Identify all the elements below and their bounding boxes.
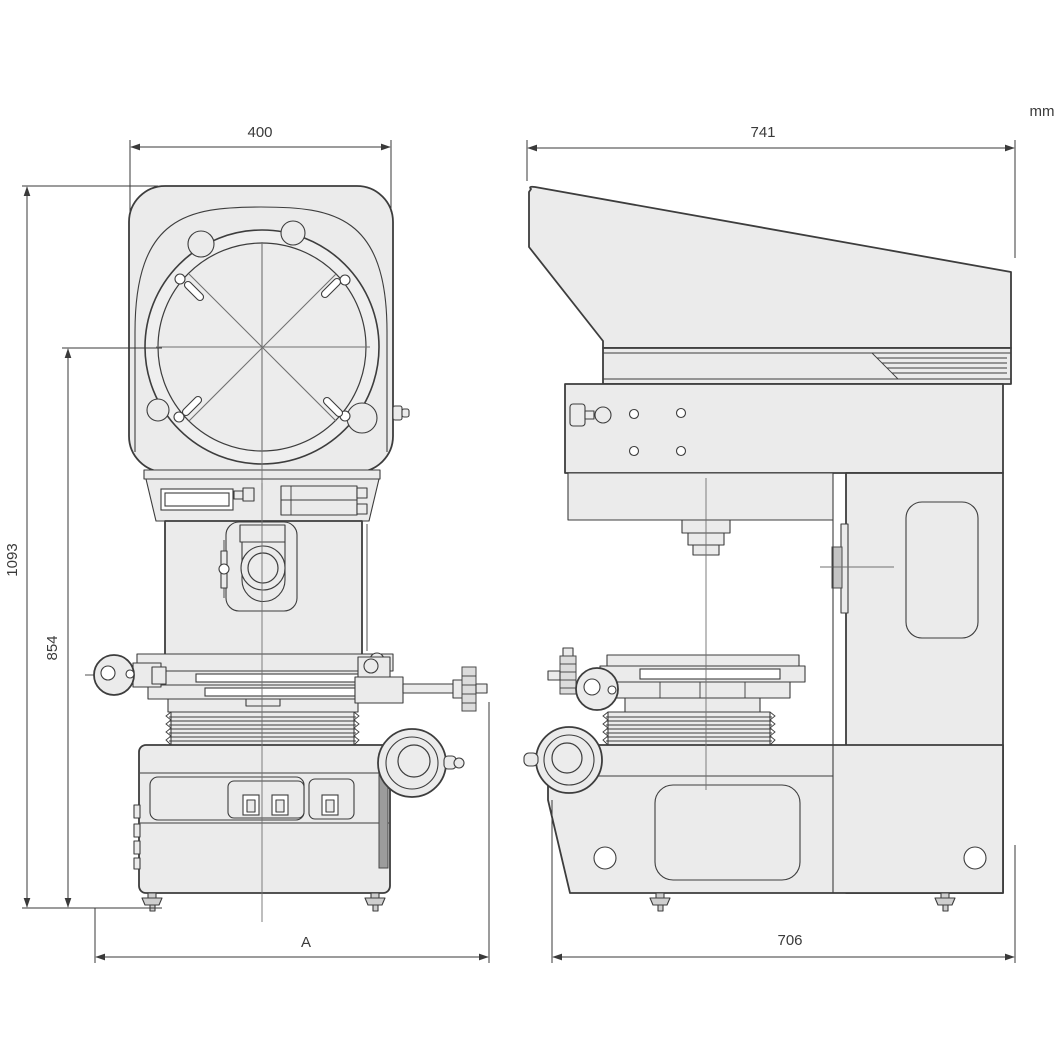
screen-clamp-knobs — [146, 220, 378, 434]
screen-center-height-label: 854 — [44, 635, 61, 660]
main-body — [164, 520, 368, 656]
base-side — [523, 520, 1004, 912]
bellows-front — [165, 711, 360, 746]
stage-handwheel-left — [85, 654, 167, 696]
side-depth-label: 741 — [750, 124, 775, 141]
leveling-feet-front — [141, 892, 386, 912]
dimension-side-depth: 741 — [526, 124, 1016, 258]
lens-mount — [218, 521, 298, 612]
stage-handwheel-side — [575, 667, 619, 711]
leveling-feet-side — [649, 892, 956, 912]
optical-head-arm — [564, 383, 1004, 521]
dimension-screen-center-height: 854 — [44, 347, 162, 908]
dimension-front-base-width: A — [94, 702, 490, 963]
focus-handwheel-side — [523, 726, 603, 794]
bellows-side — [602, 711, 776, 746]
stage-micrometer-right — [354, 656, 488, 712]
unit-label: mm — [1030, 103, 1055, 120]
screen-clamp-slots — [181, 277, 344, 418]
control-panel — [149, 776, 355, 821]
stage-side — [547, 647, 806, 713]
dimension-front-width: 400 — [129, 124, 392, 212]
focus-handwheel-front — [377, 728, 465, 798]
screen-side-knob — [392, 405, 403, 421]
front-view — [85, 185, 488, 922]
base-left-tabs — [133, 804, 141, 870]
arm-clamp-knob — [569, 403, 586, 427]
column-latch — [831, 546, 843, 589]
crosshair-lines — [156, 242, 370, 452]
hood-side — [528, 185, 1012, 349]
front-base-width-label: A — [301, 934, 311, 951]
dimension-annotations: 400 741 mm 1093 854 A — [4, 103, 1055, 963]
dimension-total-height: 1093 — [4, 185, 162, 909]
stage-micrometer-side — [547, 647, 577, 695]
side-base-depth-label: 706 — [777, 932, 802, 949]
projection-screen — [144, 220, 380, 465]
counter-display — [160, 488, 234, 511]
column-recess — [905, 501, 979, 639]
base-front — [133, 728, 465, 912]
xy-stage — [85, 652, 488, 713]
front-width-label: 400 — [247, 124, 272, 141]
side-view — [523, 185, 1012, 912]
base-recess — [654, 784, 801, 881]
vent-lines — [871, 352, 1007, 380]
total-height-label: 1093 — [4, 543, 21, 576]
dimension-side-base-depth: 706 — [551, 800, 1016, 963]
hood-lower-band — [602, 347, 1012, 385]
